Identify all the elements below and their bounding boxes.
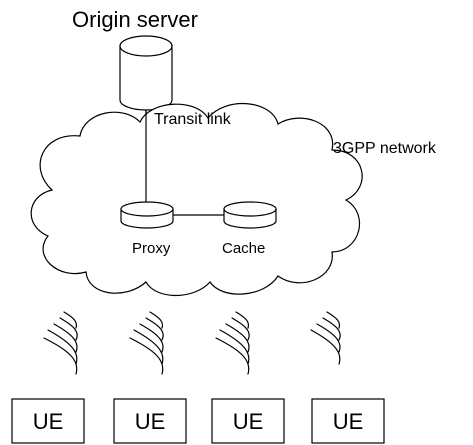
wireless-signal-icon [310,311,341,365]
ue-label: UE [135,409,166,434]
wireless-signal-icon [129,311,164,375]
cache-cylinder [223,201,277,229]
network-label: 3GPP network [333,140,437,157]
network-cloud [30,103,363,297]
ue-label: UE [33,409,64,434]
ue-box: UE [113,398,187,444]
wireless-signal-icon [43,311,78,375]
transit-link-label: Transit link [154,111,232,128]
ue-label: UE [233,409,264,434]
proxy-label: Proxy [132,240,171,257]
origin-server-label: Origin server [72,7,198,32]
ue-label: UE [333,409,364,434]
wireless-signal-icon [215,311,250,375]
cache-label: Cache [222,240,265,257]
ue-box: UE [211,398,285,444]
ue-box: UE [311,398,385,444]
proxy-cylinder [120,201,174,229]
origin-server-cylinder [119,35,173,111]
ue-box: UE [11,398,85,444]
